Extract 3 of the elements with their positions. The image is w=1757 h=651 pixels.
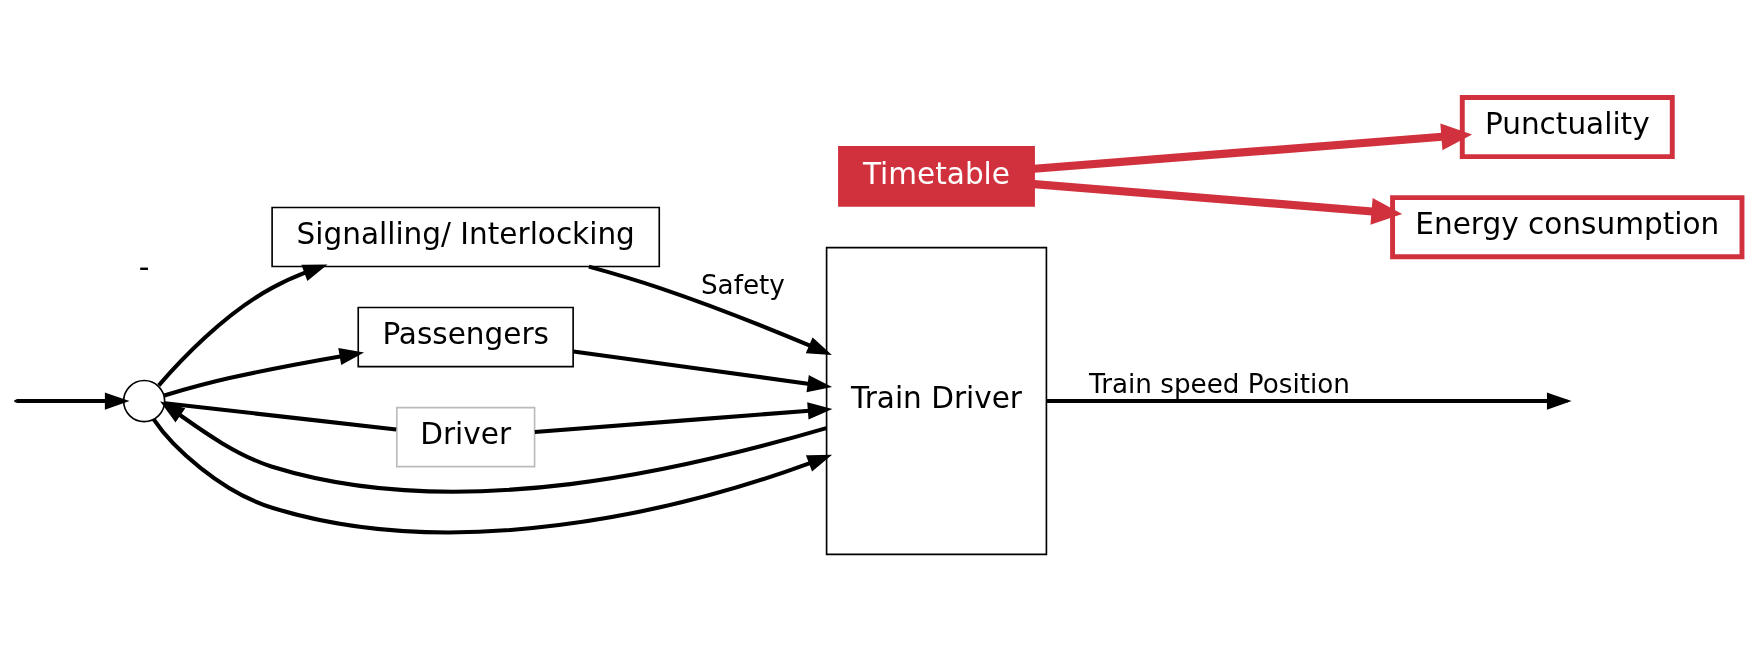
edge-label: Train speed Position xyxy=(1088,368,1351,399)
edge-label: Safety xyxy=(700,269,785,300)
label: - xyxy=(138,249,150,284)
